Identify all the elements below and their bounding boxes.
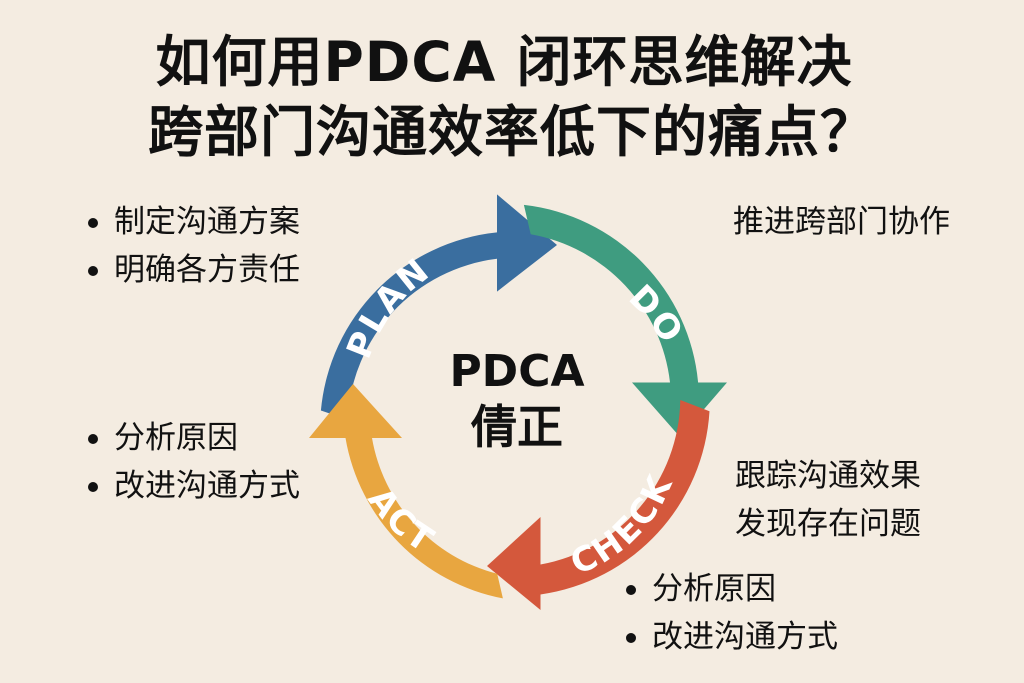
- plan-label: PLAN: [339, 250, 436, 364]
- center-label-pdca: PDCA: [449, 346, 584, 397]
- title-line-1: 如何用PDCA 闭环思维解决: [155, 30, 853, 94]
- list-item: 改进沟通方式: [86, 462, 300, 510]
- center-label-sub: 倩正: [470, 400, 563, 454]
- check-arrow: [487, 400, 710, 610]
- check-note: 跟踪沟通效果: [735, 458, 921, 494]
- plan-notes: 制定沟通方案 明确各方责任: [86, 198, 300, 294]
- act-notes: 分析原因 改进沟通方式: [86, 414, 300, 510]
- do-note: 推进跨部门协作: [733, 204, 950, 240]
- list-item: 分析原因: [624, 565, 838, 613]
- do-arrow: [523, 204, 727, 437]
- svg-text:PLAN: PLAN: [339, 250, 438, 364]
- check-extra-notes: 分析原因 改进沟通方式: [624, 565, 838, 661]
- list-item: 分析原因: [86, 414, 300, 462]
- plan-arrow: [320, 194, 557, 420]
- list-item: 制定沟通方案: [86, 198, 300, 246]
- act-arrow: [309, 384, 503, 599]
- check-note: 发现存在问题: [735, 506, 921, 542]
- list-item: 明确各方责任: [86, 246, 300, 294]
- list-item: 改进沟通方式: [624, 613, 838, 661]
- check-notes: 跟踪沟通效果 发现存在问题: [735, 452, 921, 548]
- title-line-2: 跨部门沟通效率低下的痛点？: [147, 100, 876, 164]
- do-notes: 推进跨部门协作: [733, 198, 950, 246]
